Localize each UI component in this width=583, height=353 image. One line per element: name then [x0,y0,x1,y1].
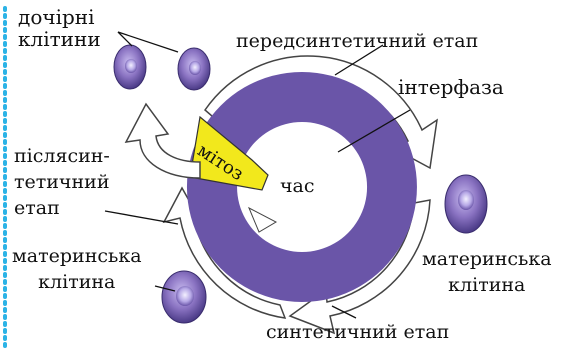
mother-cell-left-label: материнська клітина [12,243,142,295]
postsynthetic-stage-label: післясин- тетичний етап [14,143,110,221]
cell-icon [114,45,146,89]
time-label: час [280,175,315,197]
cell-icon [178,48,210,90]
presynthetic-stage-label: передсинтетичний етап [236,30,478,52]
post-mitosis-arrow-icon [126,104,200,178]
interphase-label: інтерфаза [398,76,504,98]
daughter-cells-label: дочірні клітини [18,6,101,50]
cell-icon [162,271,206,323]
cell-icon [445,175,487,233]
synthetic-stage-label: синтетичний етап [266,321,449,343]
mother-cell-right-label: материнська клітина [422,246,552,298]
